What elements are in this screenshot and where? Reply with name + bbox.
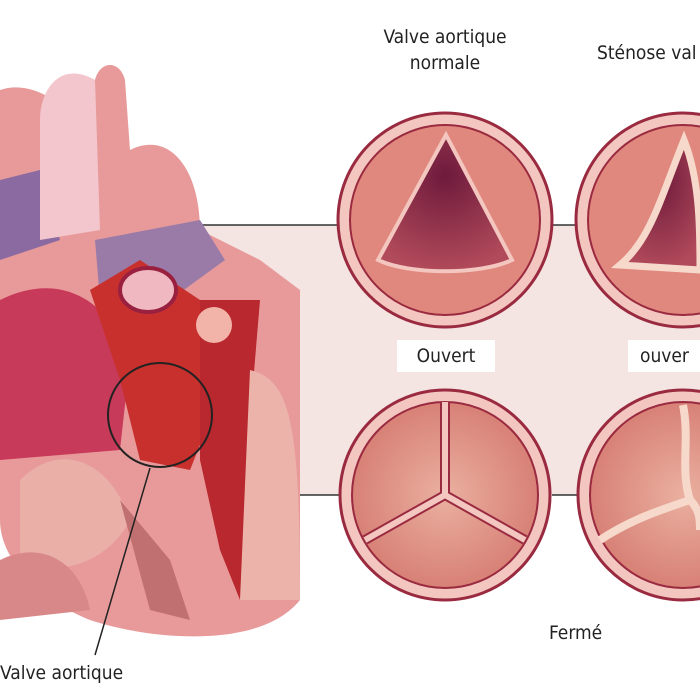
callout-line bbox=[94, 467, 151, 656]
valve-zoom-circle bbox=[107, 362, 213, 468]
heart bbox=[0, 65, 300, 656]
label-open-normal: Ouvert bbox=[397, 340, 495, 372]
title-normal-valve: Valve aortique normale bbox=[365, 24, 525, 76]
valve-stenosis-open bbox=[574, 111, 700, 329]
title-line-2: normale bbox=[409, 52, 481, 74]
valve-stenosis-closed bbox=[576, 388, 700, 602]
valve-normal-closed bbox=[338, 388, 552, 602]
label-closed: Fermé bbox=[549, 622, 603, 644]
valve-normal-open bbox=[336, 111, 554, 329]
title-stenosis: Sténose val bbox=[597, 42, 697, 64]
label-open-stenosis: ouver bbox=[628, 340, 700, 372]
callout-aortic-valve: Valve aortique bbox=[0, 662, 124, 684]
title-line-1: Valve aortique bbox=[383, 26, 507, 48]
